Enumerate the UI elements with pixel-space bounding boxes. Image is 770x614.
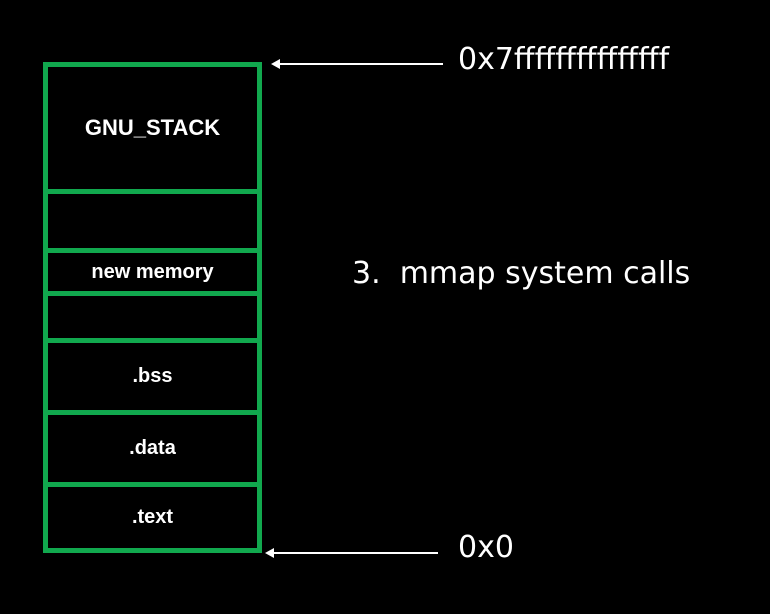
top-address-arrow-icon <box>271 59 443 69</box>
segment-text: .text <box>48 487 257 548</box>
segment-empty-lower <box>48 296 257 338</box>
divider <box>48 189 257 194</box>
memory-stack-diagram: GNU_STACK new memory .bss .data .text <box>43 62 262 553</box>
divider <box>48 291 257 296</box>
bottom-address-label: 0x0 <box>458 530 514 565</box>
segment-data: .data <box>48 415 257 482</box>
segment-label: .text <box>131 506 174 528</box>
segment-gnu-stack: GNU_STACK <box>48 67 257 189</box>
divider <box>48 338 257 343</box>
divider <box>48 410 257 415</box>
segment-empty-upper <box>48 194 257 248</box>
divider <box>48 248 257 253</box>
segment-label: .data <box>129 437 176 459</box>
bottom-address-arrow-icon <box>265 548 438 558</box>
segment-bss: .bss <box>48 343 257 410</box>
segment-new-memory: new memory <box>48 253 257 291</box>
divider <box>48 482 257 487</box>
segment-label: GNU_STACK <box>84 115 221 140</box>
top-address-label: 0x7fffffffffffffff <box>458 42 670 77</box>
mmap-annotation: 3. mmap system calls <box>352 256 691 291</box>
segment-label: .bss <box>132 365 173 387</box>
segment-label: new memory <box>91 260 214 283</box>
